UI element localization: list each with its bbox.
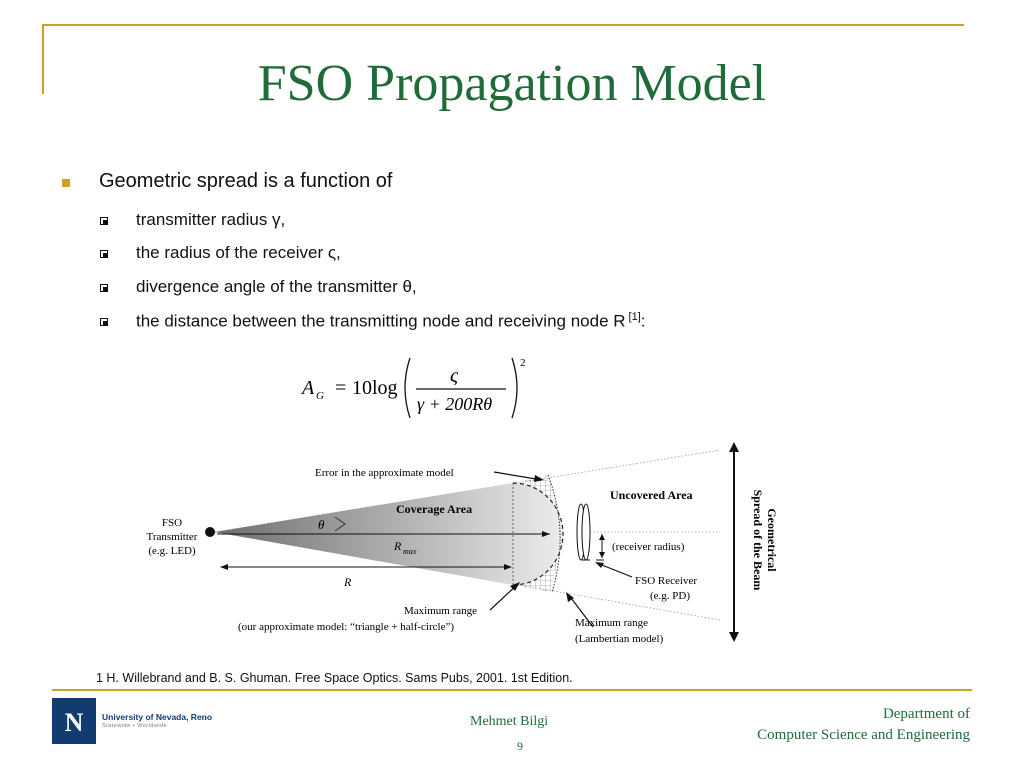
spread-label-2: Spread of the Beam [751, 490, 765, 591]
university-logo-icon: N [52, 698, 96, 744]
sub-bullet-icon [100, 284, 108, 292]
error-pointer-arrowhead [534, 475, 544, 482]
logo-letter: N [65, 708, 84, 737]
max-range-label-1: Maximum range [404, 605, 477, 617]
receiver-radius-label: (receiver radius) [612, 541, 685, 553]
lambert-pointer-line [567, 593, 594, 628]
fso-coverage-diagram: θ R max R FSO Transmitter (e.g. LED) Cov… [147, 442, 779, 645]
frame-left-rule [42, 24, 44, 94]
bullet-main-text: Geometric spread is a function of [99, 170, 393, 192]
max-range-label-2: (our approximate model: “triangle + half… [238, 621, 454, 633]
spread-arrowhead-top [729, 442, 739, 452]
sub-bullet-icon [100, 318, 108, 326]
bullet-sub-text: transmitter radius γ, [136, 210, 286, 229]
rx-label-1: FSO Receiver [635, 575, 697, 587]
bullet-sub-4-tail: : [640, 311, 646, 331]
formula-lhs-sub: G [316, 390, 324, 402]
formula-exponent: 2 [520, 357, 526, 369]
uncovered-area-label: Uncovered Area [610, 488, 693, 502]
rx-label-2: (e.g. PD) [650, 590, 690, 602]
page-number: 9 [517, 739, 523, 753]
footer-rule [52, 689, 972, 691]
frame-top-rule [42, 24, 964, 26]
slide-title: FSO Propagation Model [257, 55, 767, 112]
spread-label-group: Geometrical Spread of the Beam [751, 490, 779, 591]
rmax-label: R [393, 539, 402, 553]
rmax-sub: max [403, 547, 417, 556]
spread-arrowhead-bottom [729, 632, 739, 642]
geometric-spread-formula: A G = 10log ς γ + 200Rθ 2 [300, 357, 526, 419]
bullet-sub-text: the distance between the transmitting no… [136, 311, 646, 332]
bullet-sub-4-text: the distance between the transmitting no… [136, 311, 626, 331]
error-label: Error in the approximate model [315, 467, 454, 479]
sub-bullet-icon [100, 250, 108, 258]
receiver-ellipse-inner [581, 503, 591, 561]
receiver-radius-arrowhead-bottom [599, 552, 605, 558]
tx-label-3: (e.g. LED) [148, 545, 196, 557]
logo-text: University of Nevada, Reno [102, 712, 213, 722]
formula-right-paren [511, 357, 518, 419]
formula-numerator: ς [450, 365, 459, 387]
formula-lhs: A [300, 377, 315, 399]
rx-pointer-line [596, 562, 633, 578]
bullet-square-icon [62, 179, 70, 187]
coverage-area-label: Coverage Area [396, 502, 472, 516]
tx-label-1: FSO [162, 517, 182, 529]
rmax-arrowhead [542, 531, 550, 537]
formula-coef: 10log [352, 377, 398, 399]
lambert-label-2: (Lambertian model) [575, 633, 664, 645]
lambert-label-1: Maximum range [575, 617, 648, 629]
lambert-pointer-arrowhead [566, 592, 574, 602]
author-name: Mehmet Bilgi [470, 714, 549, 729]
rx-pointer-arrowhead [595, 562, 604, 568]
citation-ref: [1] [628, 311, 641, 323]
r-label: R [343, 575, 352, 589]
error-pointer-line [493, 471, 543, 481]
department-line-2: Computer Science and Engineering [757, 727, 970, 743]
transmitter-node-icon [205, 527, 215, 537]
receiver-radius-arrowhead-top [599, 534, 605, 540]
department-line-1: Department of [882, 706, 970, 722]
formula-left-paren [404, 357, 411, 419]
logo-subtext: Statewide • Worldwide [102, 723, 168, 729]
r-arrowhead-left [220, 564, 228, 570]
sub-bullet-icon [100, 217, 108, 225]
formula-denominator: γ + 200Rθ [417, 394, 492, 414]
max-range-pointer-arrowhead [510, 582, 520, 591]
half-circle-boundary [512, 482, 564, 586]
bullet-sub-text: the radius of the receiver ς, [136, 243, 341, 262]
spread-label-1: Geometrical [765, 508, 779, 572]
theta-label: θ [318, 517, 325, 532]
footnote: 1 H. Willebrand and B. S. Ghuman. Free S… [96, 671, 573, 685]
formula-equals: = [335, 377, 346, 399]
logo-monogram-icon: N [65, 708, 84, 737]
bullet-sub-text: divergence angle of the transmitter θ, [136, 277, 417, 296]
theta-angle-arc [334, 516, 346, 532]
tx-label-2: Transmitter [147, 531, 198, 543]
lambertian-curve [547, 474, 561, 593]
r-arrowhead-right [504, 564, 512, 570]
